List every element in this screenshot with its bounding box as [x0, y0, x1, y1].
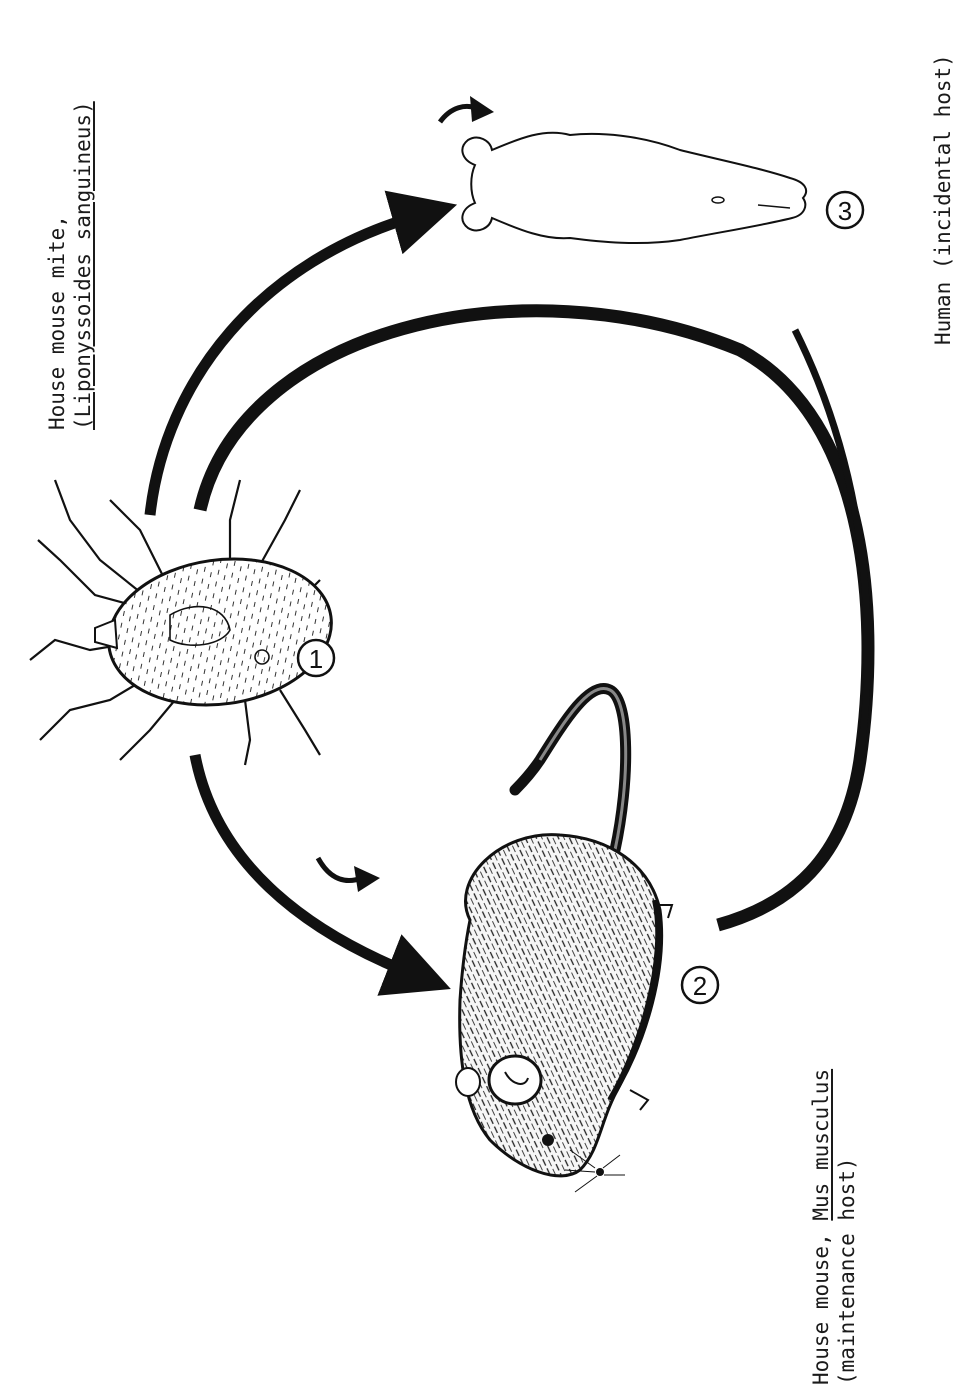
mite-label: House mouse mite, (Liponyssoides sanguin… [44, 101, 96, 430]
mouse-icon [456, 688, 672, 1192]
svg-text:2: 2 [693, 971, 707, 1001]
arrow-mite-to-human [150, 215, 420, 515]
human-label: Human (incidental host) [930, 54, 956, 345]
stage-number-2: 2 [682, 967, 718, 1003]
svg-text:1: 1 [309, 644, 323, 674]
arrow-mite-to-mouse [195, 755, 415, 975]
small-arrow-human-head [470, 96, 494, 122]
mite-label-line1: House mouse mite, [44, 101, 70, 430]
mite-icon [30, 480, 341, 765]
mouse-label: House mouse, Mus musculus (maintenance h… [808, 1069, 860, 1385]
svg-text:3: 3 [838, 196, 852, 226]
small-arrow-mouse-head [354, 866, 380, 892]
mouse-label-prefix: House mouse, [809, 1221, 833, 1385]
mouse-label-line2: (maintenance host) [834, 1069, 860, 1385]
human-label-line1: Human (incidental host) [930, 54, 956, 345]
stage-number-3: 3 [827, 192, 863, 228]
mite-label-line2: (Liponyssoides sanguineus) [70, 101, 96, 430]
mouse-label-line1: House mouse, Mus musculus [808, 1069, 834, 1385]
mouse-label-species: Mus musculus [809, 1069, 833, 1221]
human-silhouette-icon [462, 133, 806, 243]
stage-number-1: 1 [298, 640, 334, 676]
